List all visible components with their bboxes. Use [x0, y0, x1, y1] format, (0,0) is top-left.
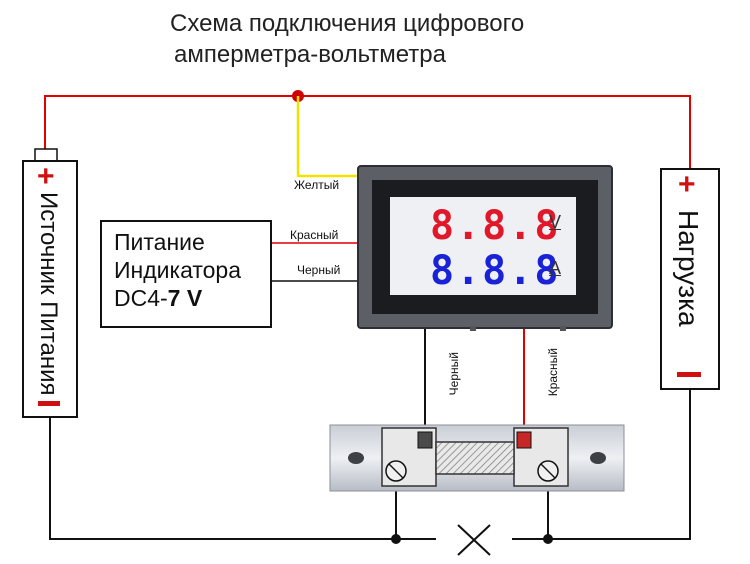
shunt-black-wire-label: Черный — [447, 352, 461, 396]
power-line-3: DC4-7 V — [114, 284, 241, 312]
load-plus-sign: + — [678, 168, 696, 201]
red-main-wire — [44, 95, 691, 168]
power-voltage-value: 7 V — [167, 285, 203, 311]
title-line-1: Схема подключения цифрового — [170, 10, 525, 37]
red-wire-label: Красный — [290, 228, 339, 242]
current-digits: 8.8.8 — [430, 248, 561, 294]
power-line-2: Индикатора — [114, 257, 242, 283]
load — [660, 168, 720, 390]
yellow-wire-label: Желтый — [294, 178, 340, 192]
load-minus-sign — [677, 372, 701, 377]
black-wire-label: Черный — [297, 263, 341, 277]
source-minus-sign — [38, 401, 60, 406]
meter — [357, 165, 613, 331]
break-cross-icon — [457, 524, 491, 556]
load-label: Нагрузка — [673, 210, 704, 327]
load-return-wire — [548, 390, 691, 540]
yellow-wire — [296, 96, 360, 178]
source-label: Источник Питания — [35, 192, 62, 396]
voltage-unit: V — [549, 212, 562, 232]
source-plus-sign: + — [37, 160, 55, 193]
power-source — [22, 160, 78, 418]
shunt — [329, 424, 625, 492]
source-return-wire — [49, 418, 396, 540]
shunt-red-wire-label: Красный — [546, 348, 560, 397]
title-line-2: амперметра-вольтметра — [174, 41, 446, 68]
voltage-digits: 8.8.8 — [430, 203, 561, 249]
indicator-power-box — [100, 220, 272, 328]
power-voltage-prefix: DC4- — [114, 285, 168, 311]
current-unit: A — [549, 258, 562, 278]
power-line-1: Питание — [114, 229, 205, 255]
indicator-power-label: Питание Индикатора DC4-7 V — [114, 228, 241, 312]
diagram-title: Схема подключения цифрового амперметра-в… — [170, 8, 524, 70]
